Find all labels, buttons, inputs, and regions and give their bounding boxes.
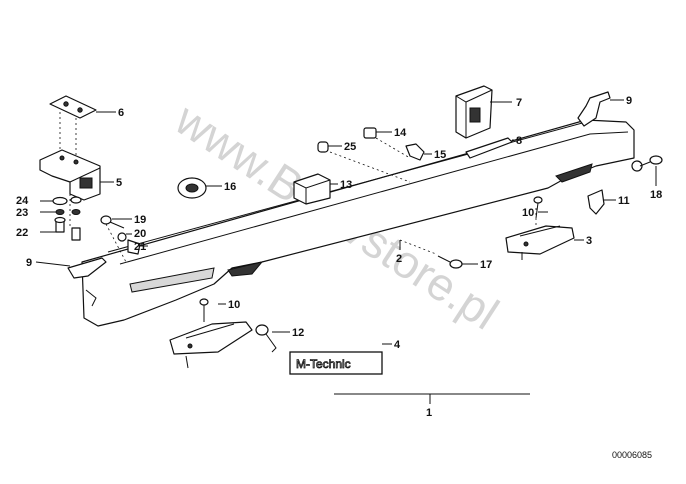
- reference-code: 00006085: [612, 450, 652, 460]
- callout-6: 6: [118, 107, 124, 119]
- screw-right-part: [533, 196, 543, 219]
- trim-strip-part: [465, 137, 513, 159]
- mounting-bracket-part: [39, 149, 101, 201]
- callout-3: 3: [586, 235, 592, 247]
- callout-9-left: 9: [26, 257, 32, 269]
- washer-part: [52, 196, 68, 206]
- callout-19: 19: [134, 214, 146, 226]
- callout-25: 25: [344, 141, 356, 153]
- screw-left-part: [199, 298, 209, 322]
- bolt-part: [54, 216, 66, 233]
- jack-pad-left-part: [169, 321, 253, 355]
- spacer-part: [117, 232, 127, 242]
- callout-9-right: 9: [626, 95, 632, 107]
- bolt-right-part: [71, 227, 81, 241]
- callout-10-right: 10: [522, 207, 534, 219]
- jack-pad-right-part: [505, 225, 575, 255]
- bushing-part: [363, 127, 377, 139]
- leader-lines: [35, 99, 657, 404]
- callout-24: 24: [16, 195, 29, 207]
- callout-21: 21: [134, 241, 146, 253]
- clip-nut-part: [127, 239, 141, 255]
- end-trim-left-part: [67, 257, 107, 279]
- callout-23: 23: [16, 207, 28, 219]
- nut-part: [55, 209, 65, 215]
- clip-right-part: [587, 189, 605, 215]
- callout-22: 22: [16, 227, 28, 239]
- callout-17: 17: [480, 259, 492, 271]
- callout-11: 11: [618, 195, 630, 207]
- end-cap-right-part: [577, 91, 611, 127]
- cap-part: [317, 141, 329, 153]
- callout-5: 5: [116, 177, 122, 189]
- washer-right-part: [70, 196, 82, 204]
- clip-part: [405, 143, 425, 161]
- rivet-right-part: [639, 155, 663, 167]
- callout-8: 8: [516, 135, 522, 147]
- callout-18: 18: [650, 189, 662, 201]
- nut-right-part: [71, 209, 81, 215]
- callout-16: 16: [224, 181, 236, 193]
- screw-part: [100, 215, 125, 229]
- callout-2: 2: [396, 253, 402, 265]
- badge-text: M-Technic: [296, 357, 351, 371]
- callout-labels: 6 5 24 23 22 19 20 21 9 16 13 14 25 15 7…: [16, 95, 662, 419]
- side-skirt-part: [81, 119, 643, 327]
- callout-1: 1: [426, 407, 432, 419]
- callout-10-left: 10: [228, 299, 240, 311]
- grommet-part: [177, 177, 207, 199]
- rivet-part: [255, 324, 277, 353]
- bracket-plate-part: [49, 95, 97, 119]
- callout-13: 13: [340, 179, 352, 191]
- holder-part: [455, 85, 493, 139]
- callout-15: 15: [434, 149, 446, 161]
- callout-20: 20: [134, 228, 146, 240]
- m-technic-badge: M-Technic: [289, 351, 383, 375]
- callout-7: 7: [516, 97, 522, 109]
- rubber-block-part: [293, 173, 331, 205]
- callout-4: 4: [394, 339, 401, 351]
- callout-14: 14: [394, 127, 407, 139]
- callout-12: 12: [292, 327, 304, 339]
